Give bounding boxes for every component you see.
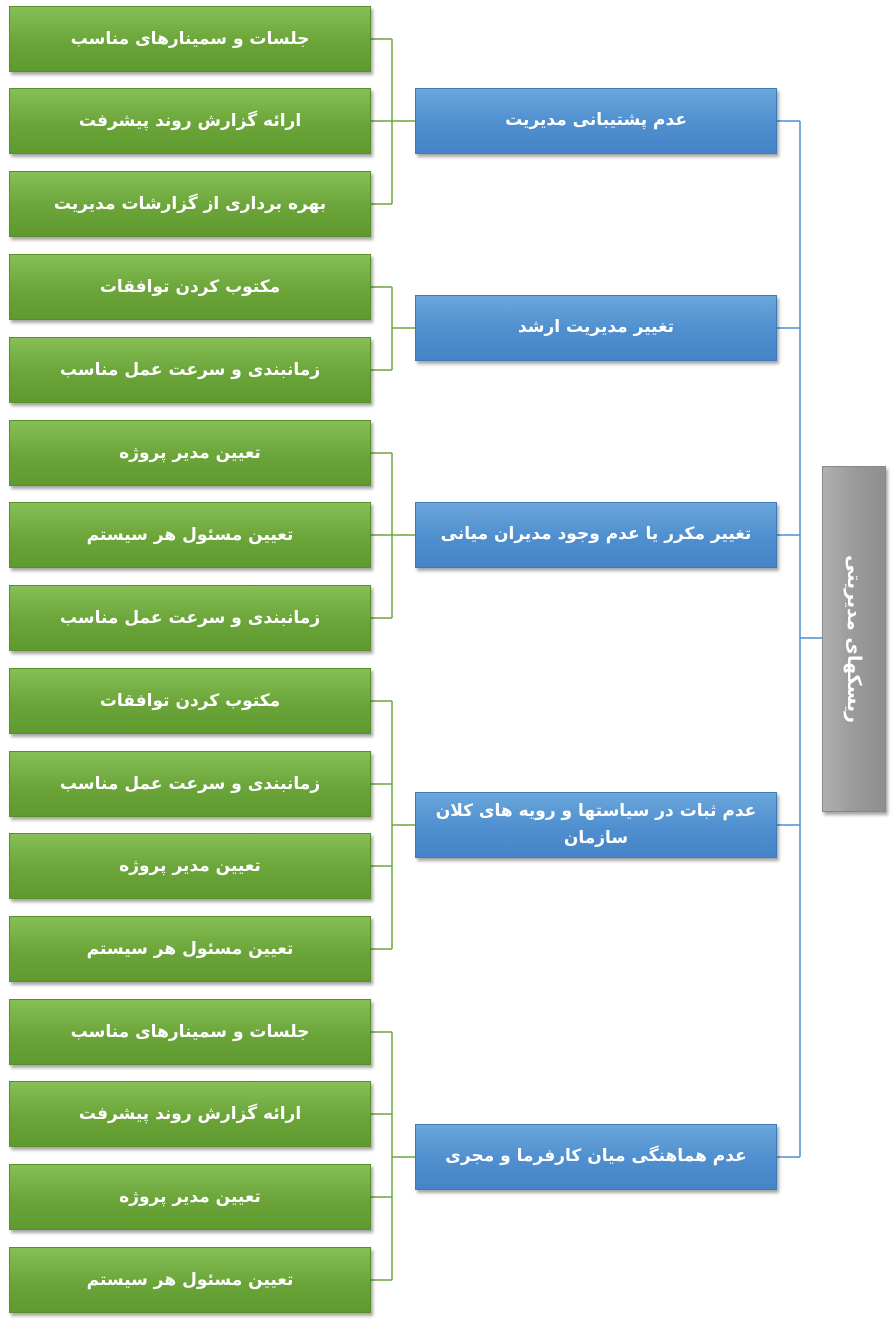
group-node-senior-management-change: تغییر مدیریت ارشد	[415, 295, 777, 361]
leaf-node: تعیین مدیر پروژه	[9, 1164, 371, 1230]
leaf-node: زمانبندی و سرعت عمل مناسب	[9, 337, 371, 403]
leaf-node: جلسات و سمینارهای مناسب	[9, 6, 371, 72]
leaf-node: زمانبندی و سرعت عمل مناسب	[9, 751, 371, 817]
leaf-node: زمانبندی و سرعت عمل مناسب	[9, 585, 371, 651]
root-connectors	[777, 120, 822, 1158]
leaf-node: ارائه گزارش روند پیشرفت	[9, 88, 371, 154]
group-node-management-support: عدم پشتیبانی مدیریت	[415, 88, 777, 154]
root-node: ریسکهای مدیریتی	[822, 466, 886, 812]
leaf-node: تعیین مدیر پروژه	[9, 833, 371, 899]
leaf-node: جلسات و سمینارهای مناسب	[9, 999, 371, 1065]
leaf-node: تعیین مسئول هر سیستم	[9, 916, 371, 982]
group-node-middle-managers: تغییر مکرر یا عدم وجود مدیران میانی	[415, 502, 777, 568]
leaf-node: مکتوب کردن توافقات	[9, 668, 371, 734]
group-node-coordination: عدم هماهنگی میان کارفرما و مجری	[415, 1124, 777, 1190]
leaf-node: ارائه گزارش روند پیشرفت	[9, 1081, 371, 1147]
leaf-node: بهره برداری از گزارشات مدیریت	[9, 171, 371, 237]
leaf-node: مکتوب کردن توافقات	[9, 254, 371, 320]
leaf-node: تعیین مسئول هر سیستم	[9, 1247, 371, 1313]
root-label: ریسکهای مدیریتی	[843, 555, 865, 723]
leaf-node: تعیین مدیر پروژه	[9, 420, 371, 486]
group-node-policy-instability: عدم ثبات در سیاستها و رویه های کلان سازم…	[415, 792, 777, 858]
leaf-node: تعیین مسئول هر سیستم	[9, 502, 371, 568]
leaf-connectors	[371, 38, 415, 1281]
